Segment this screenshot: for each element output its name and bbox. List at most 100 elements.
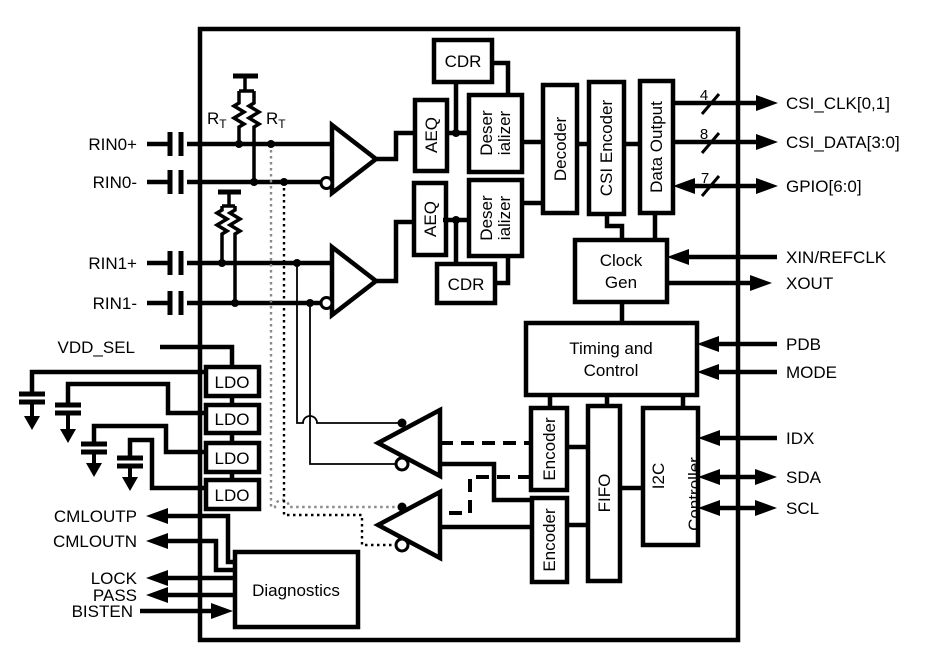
block-decoder: [540, 82, 580, 216]
xin-arrow: [667, 249, 689, 265]
gpio-arrow-left: [673, 178, 695, 194]
csi-clk-bus-width: 4: [700, 87, 708, 104]
pin-pdb: PDB: [697, 335, 821, 354]
cap2-wire: [65, 381, 206, 416]
pin-label-csi-data: CSI_DATA[3:0]: [786, 133, 900, 152]
block-ldo4: [203, 477, 262, 512]
pin-lock: LOCK: [91, 569, 235, 588]
pin-scl: SCL: [698, 499, 819, 518]
junction-dot: [293, 259, 301, 267]
cap4-plates: [117, 455, 143, 469]
block-timing-control: [523, 320, 700, 398]
input-buffer-ch1: [329, 242, 380, 320]
deser-top-line2: ializer: [495, 110, 514, 155]
coupling-capacitors: [167, 132, 184, 315]
pin-label-sda: SDA: [786, 468, 822, 487]
loopback-top-pos-tap-dot: [397, 418, 407, 428]
pin-csi-data: 8 CSI_DATA[3:0]: [673, 126, 900, 154]
pin-label-cmloutn: CMLOUTN: [53, 532, 137, 551]
rt-left-sub: T: [219, 117, 227, 131]
block-i2c-controller: [640, 405, 701, 548]
loopback-top-neg-bubble: [394, 456, 410, 472]
pin-label-xout: XOUT: [786, 274, 833, 293]
aeq-top-label: AEQ: [422, 117, 441, 153]
cap2-ground-arrow: [60, 429, 76, 443]
pin-rin1n: RIN1-: [93, 294, 320, 313]
data-output-label: Data Output: [647, 101, 666, 193]
fifo-label: FIFO: [595, 474, 614, 513]
pin-label-pass: PASS: [93, 586, 137, 605]
pin-label-idx: IDX: [786, 429, 814, 448]
cap2-plates: [55, 402, 81, 416]
cmloutn-wire: [168, 538, 235, 573]
gpio-bus-width: 7: [701, 170, 709, 187]
ldo3-label: LDO: [215, 449, 250, 468]
lock-arrow: [146, 570, 168, 586]
cdr-top-label: CDR: [445, 52, 482, 71]
junction-dot: [231, 299, 239, 307]
pass-arrow: [146, 587, 168, 603]
cap1-wire: [29, 369, 207, 392]
backbone-wiring: [522, 139, 686, 528]
cmloutp-wire: [168, 513, 235, 565]
resistor-rt-ch0-left: [230, 91, 248, 144]
encoder-top-label: Encoder: [540, 417, 559, 481]
pin-sda: SDA: [698, 468, 822, 487]
inverting-bubble-ch0: [319, 176, 334, 190]
resistor-ch1-right: [226, 206, 244, 303]
junction-dot: [218, 259, 226, 267]
deser-bottom-line1: Deser: [477, 195, 496, 241]
junction-dot-ch0: [452, 129, 460, 137]
decoupling-cap-4: [117, 437, 206, 491]
termination-ch1: [213, 189, 244, 303]
csi-data-bus-width: 8: [700, 126, 708, 143]
pin-vdd-sel: VDD_SEL: [58, 338, 235, 367]
encoder-solid-wire-1: [440, 461, 532, 503]
block-fifo: [585, 403, 623, 584]
pin-label-rin1p: RIN1+: [88, 254, 137, 273]
sda-arrow-left: [698, 469, 720, 485]
pin-mode: MODE: [697, 363, 837, 382]
scl-arrow-right: [755, 500, 777, 516]
csi-data-bus-slash: [700, 132, 721, 154]
pin-label-vdd-sel: VDD_SEL: [58, 338, 135, 357]
pin-label-rin0n: RIN0-: [93, 173, 137, 192]
cap3-plates: [81, 441, 107, 455]
resistor-ch1-left: [213, 206, 231, 263]
block-csi-encoder: [586, 79, 627, 217]
pdb-arrow: [697, 336, 719, 352]
junction-dot: [250, 178, 258, 186]
cap4-wire: [127, 437, 206, 491]
gpio-arrow-right: [756, 178, 778, 194]
pin-label-scl: SCL: [786, 499, 819, 518]
pin-rin0p: RIN0+: [88, 135, 332, 154]
aeq-bottom-label: AEQ: [421, 201, 440, 237]
pin-label-rin0p: RIN0+: [88, 135, 137, 154]
sda-arrow-right: [755, 469, 777, 485]
decoupling-cap-3: [81, 423, 206, 477]
loopback-wire-rin1p: [296, 263, 398, 424]
block-diagnostics: [232, 549, 361, 630]
pin-cmloutp: CMLOUTP: [54, 507, 235, 565]
rt-right-sub: T: [278, 117, 286, 131]
decoupling-cap-1: [19, 369, 207, 430]
pin-pass: PASS: [93, 586, 235, 605]
gpio-bus-slash: [700, 175, 721, 197]
pin-label-csi-clk: CSI_CLK[0,1]: [786, 94, 890, 113]
pin-label-mode: MODE: [786, 363, 837, 382]
i2c-line1: I2C: [649, 463, 668, 489]
timing-control-line2: Control: [584, 361, 639, 380]
loopback-wire-rin1n: [309, 303, 396, 465]
loopback-wire-rin0p-dotted: [269, 144, 397, 509]
cap1-plates: [19, 391, 45, 405]
deser-top-line1: Deser: [477, 110, 496, 156]
csi-encoder-label: CSI Encoder: [597, 99, 616, 196]
deser-bottom-line2: ializer: [495, 195, 514, 240]
cap3-ground-arrow: [86, 463, 102, 477]
cmloutn-arrow: [146, 533, 168, 549]
xout-arrow: [750, 275, 772, 291]
pin-label-pdb: PDB: [786, 335, 821, 354]
pin-label-rin1n: RIN1-: [93, 294, 137, 313]
